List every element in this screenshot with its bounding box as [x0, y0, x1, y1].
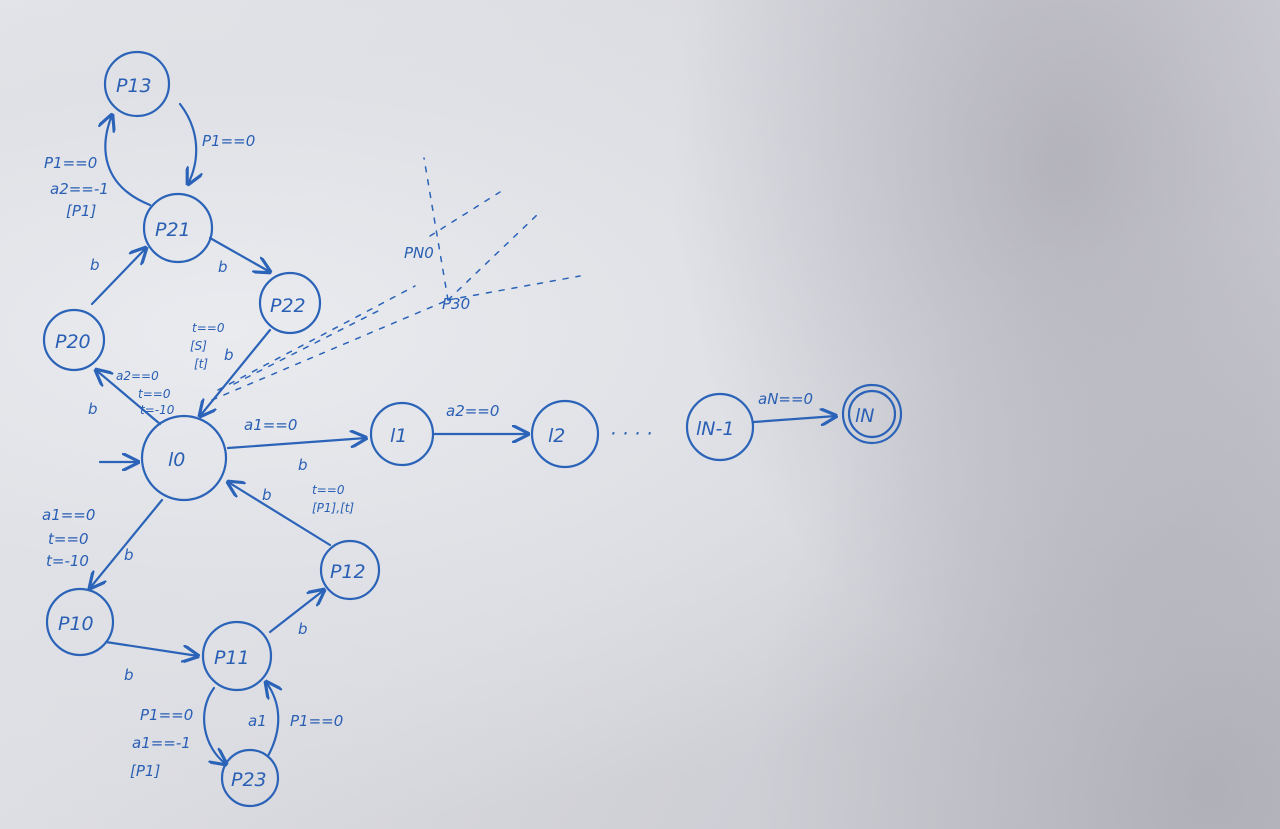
edge-label-p12-l0-b: t==0: [312, 483, 345, 497]
node-label-p13: P13: [116, 75, 152, 97]
node-label-p10: P10: [58, 613, 94, 635]
node-l2: l2: [530, 399, 600, 469]
node-p20: P20: [42, 308, 106, 372]
node-label-lN1: lN-1: [696, 418, 734, 440]
node-label-p23b: P23: [231, 769, 267, 791]
edge-p11-p12: [268, 590, 324, 634]
edge-label-p21-p13-c: [P1]: [66, 202, 96, 220]
edge-label-p11-p23-a: P1==0: [140, 706, 193, 724]
dashed-line-7: [429, 191, 501, 237]
node-label-p11: P11: [214, 647, 250, 669]
edge-p21-p22: [208, 236, 270, 272]
node-label-lN: lN: [855, 405, 875, 427]
edge-label-p22-l0-a: t==0: [192, 321, 225, 335]
edge-p20-p21: [90, 248, 146, 306]
edge-label-p13-p21: P1==0: [202, 132, 255, 150]
node-p11: P11: [201, 620, 273, 692]
edge-label-p22-l0-b: [S]: [190, 339, 207, 353]
node-label-l2: l2: [548, 425, 565, 447]
node-p23b: P23: [220, 748, 280, 808]
edge-p11-p23: [203, 686, 226, 764]
dashed-line-5: [447, 213, 539, 301]
dashed-line-1: [211, 299, 449, 401]
node-label-l1: l1: [390, 425, 407, 447]
edge-label-l0-p20-b: t==0: [138, 387, 171, 401]
node-label-p21: P21: [155, 219, 191, 241]
edge-label-p12-l0-c: [P1],[t]: [312, 501, 354, 515]
dashed-line-4: [447, 275, 581, 301]
edge-label-l0-l1-b: b: [298, 456, 308, 474]
edge-label-lN1-lN: aN==0: [758, 390, 813, 408]
dashed-line-6: [423, 157, 449, 301]
edge-label-p10-p11: b: [124, 666, 134, 684]
edge-label-p11-p12: b: [298, 620, 308, 638]
edge-p21-p13: [105, 115, 152, 207]
dashed-line-2: [217, 285, 416, 391]
node-label-l0: l0: [168, 449, 185, 471]
node-p12: P12: [319, 539, 381, 601]
edge-l0-l1: [226, 438, 366, 450]
edge-label-l0-p10-a: a1==0: [42, 506, 95, 524]
node-label-p30: P30: [442, 295, 470, 313]
node-p21: P21: [142, 192, 214, 264]
edge-label-l1-l2: a2==0: [446, 402, 499, 420]
edge-p13-p21: [178, 102, 196, 184]
node-label-p22: P22: [270, 295, 306, 317]
edge-label-p22-l0-c: [t]: [194, 357, 208, 371]
node-p10: P10: [45, 587, 115, 657]
node-l1: l1: [369, 401, 435, 467]
edge-label-l0-p20-c: t=-10: [140, 403, 175, 417]
edge-p22-l0: [200, 328, 272, 416]
edge-label-p22-l0-d: b: [224, 346, 234, 364]
edge-label-p12-l0-a: b: [262, 486, 272, 504]
edge-label-l0-p20-a: a2==0: [116, 369, 159, 383]
node-p22: P22: [258, 271, 322, 335]
node-label-pN0: PN0: [404, 244, 434, 262]
node-p13: P13: [103, 50, 171, 118]
node-label-p12: P12: [330, 561, 366, 583]
edge-label-p21-p22: b: [218, 258, 228, 276]
dashed-line-3: [233, 309, 381, 385]
edge-p12-l0: [228, 482, 332, 547]
edge-label-l0-l1-a: a1==0: [244, 416, 297, 434]
edge-label-p11-p23-c: [P1]: [130, 762, 160, 780]
edge-p10-p11: [104, 640, 198, 656]
node-lN: lN: [841, 383, 903, 445]
edge-label-l0-p20-d: b: [88, 400, 98, 418]
ellipsis-dots: · · · ·: [610, 423, 652, 445]
edge-label-p23-p11-a: a1: [248, 712, 267, 730]
edge-label-p21-p13-b: a2==-1: [50, 180, 109, 198]
edge-l0-p10: [90, 498, 164, 588]
edge-label-l0-p10-b: t==0: [48, 530, 89, 548]
node-l0: l0: [140, 414, 228, 502]
edge-label-p21-p13-a: P1==0: [44, 154, 97, 172]
edge-label-p23-p11-b: P1==0: [290, 712, 343, 730]
edge-label-l0-p10-d: b: [124, 546, 134, 564]
edge-label-p11-p23-b: a1==-1: [132, 734, 191, 752]
edge-l0-p20: [96, 370, 162, 426]
edge-p23-p11: [266, 682, 278, 758]
node-lN1: lN-1: [685, 392, 755, 462]
node-label-p20: P20: [55, 331, 91, 353]
edge-label-p20-p21: b: [90, 256, 100, 274]
edge-label-l0-p10-c: t=-10: [46, 552, 89, 570]
edge-lN1-lN: [752, 416, 836, 422]
